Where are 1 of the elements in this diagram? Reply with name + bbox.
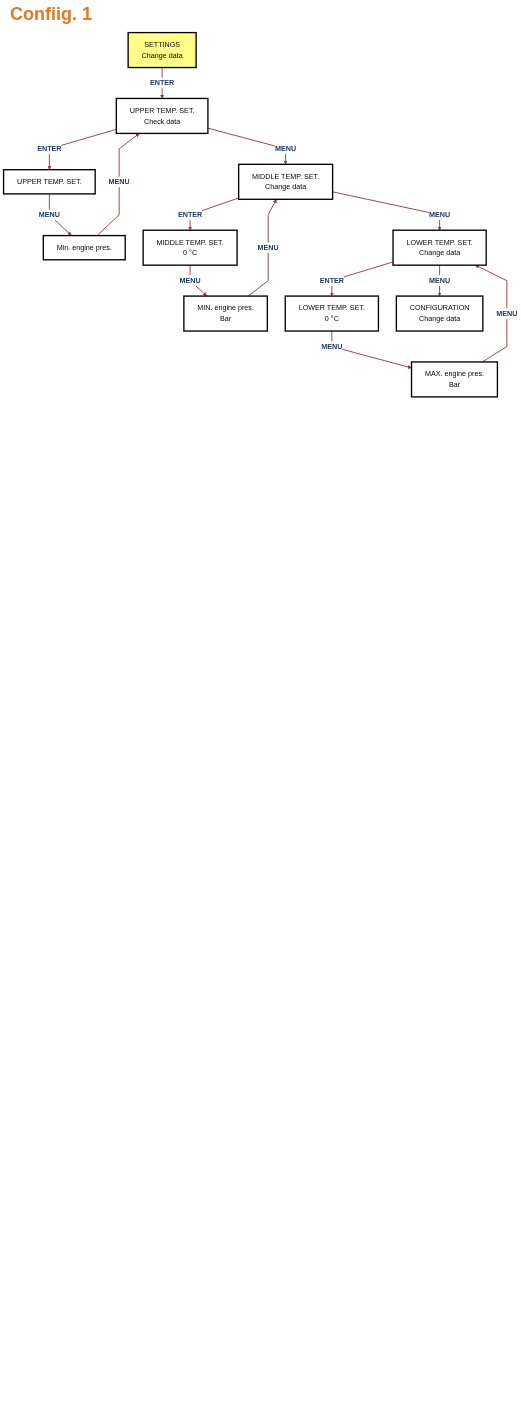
note-label: Confiig. 1 [10,4,92,24]
